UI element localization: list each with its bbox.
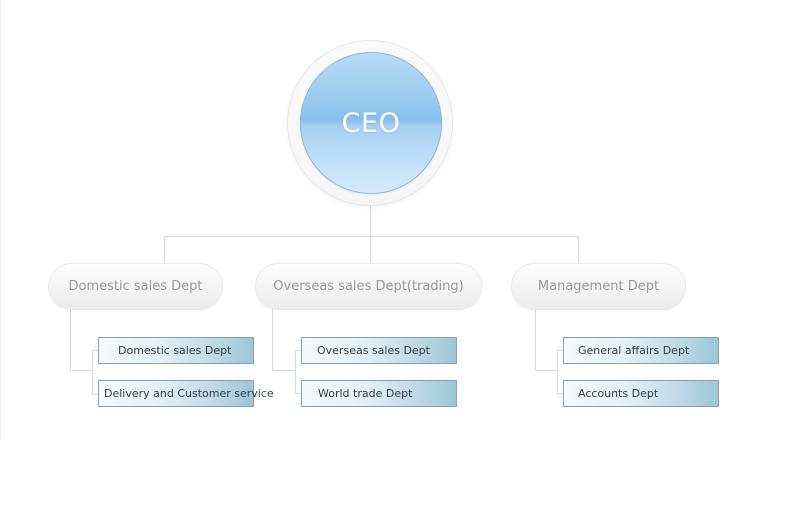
sub-dept-general-affairs[interactable]: General affairs Dept (563, 337, 719, 364)
dept-overseas-sales[interactable]: Overseas sales Dept(trading) (256, 264, 481, 309)
sub-dept-accounts[interactable]: Accounts Dept (563, 380, 719, 407)
ceo-node[interactable]: CEO (300, 52, 442, 194)
dept-domestic-sales[interactable]: Domestic sales Dept (49, 264, 222, 309)
sub-dept-delivery-customer-service[interactable]: Delivery and Customer service (98, 380, 274, 407)
sub-dept-overseas-sales[interactable]: Overseas sales Dept (301, 337, 457, 364)
sub-dept-domestic-sales[interactable]: Domestic sales Dept (98, 337, 254, 364)
dept-management[interactable]: Management Dept (512, 264, 685, 309)
sub-dept-world-trade[interactable]: World trade Dept (301, 380, 457, 407)
left-edge-divider (0, 0, 1, 440)
